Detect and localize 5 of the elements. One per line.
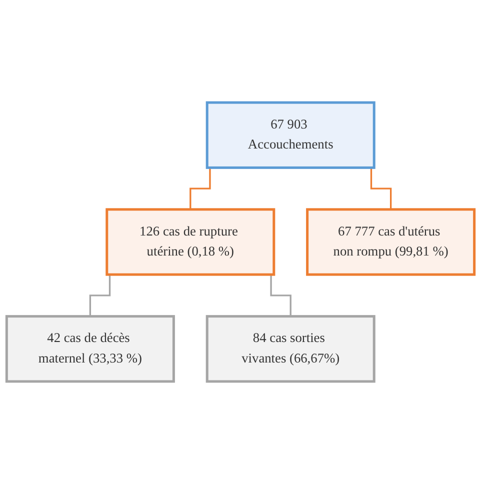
node-box: 42 cas de décès maternel (33,33 %) <box>5 315 175 383</box>
node-box: 67 903 Accouchements <box>206 101 376 169</box>
node-box: 126 cas de rupture utérine (0,18 %) <box>106 208 276 276</box>
node-box: 84 cas sorties vivantes (66,67%) <box>206 315 376 383</box>
node-box: 67 777 cas d'utérus non rompu (99,81 %) <box>306 208 476 276</box>
